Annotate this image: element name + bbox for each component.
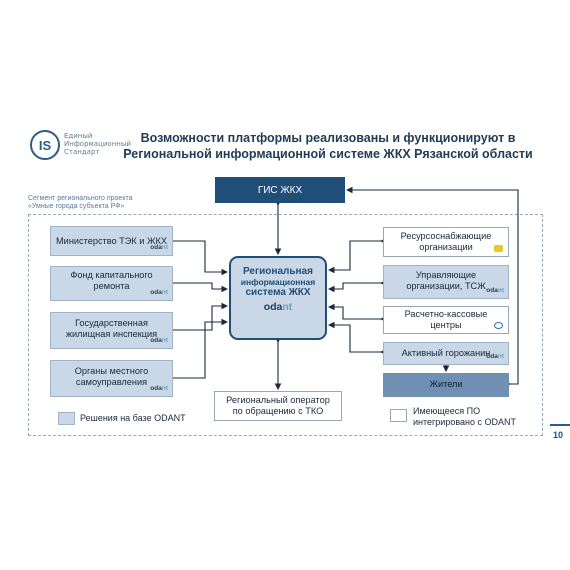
- odant-brand: odant: [150, 383, 168, 394]
- legend-odant-swatch: [58, 412, 75, 425]
- link-management: [327, 279, 387, 293]
- box-fund-line2: ремонта: [93, 281, 130, 291]
- box-inspection-line2: жилищная инспекция: [65, 329, 158, 339]
- link-resource: [327, 237, 387, 274]
- link-ministry: [167, 237, 229, 276]
- brand-b: nt: [161, 244, 168, 251]
- box-management-line2: организации, ТСЖ: [406, 281, 486, 291]
- link-municipal: [167, 318, 229, 382]
- logo-caption-line1: Единый: [64, 132, 93, 140]
- box-ministry: Министерство ТЭК и ЖКХ odant: [50, 226, 173, 256]
- brand-a: oda: [150, 244, 162, 251]
- box-municipal: Органы местного самоуправления odant: [50, 360, 173, 397]
- title-line2: Региональной информационной системе ЖКХ …: [123, 147, 533, 161]
- segment-label-line2: «Умные города субъекта РФ»: [28, 203, 125, 210]
- regional-system-box: Региональная информационная система ЖКХ …: [229, 256, 327, 340]
- box-municipal-line2: самоуправления: [75, 377, 148, 387]
- box-housing-inspection: Государственная жилищная инспекция odant: [50, 312, 173, 349]
- center-line3: система ЖКХ: [245, 287, 311, 298]
- box-management-line1: Управляющие: [415, 270, 477, 280]
- slide-title: Возможности платформы реализованы и функ…: [118, 130, 538, 162]
- link-fund: [167, 279, 229, 293]
- box-regional-operator: Региональный оператор по обращению с ТКО: [214, 391, 342, 421]
- box-resource-orgs: Ресурсоснабжающие организации: [383, 227, 509, 257]
- box-cash-line1: Расчетно-кассовые: [404, 309, 488, 319]
- center-line1: Региональная: [243, 266, 313, 277]
- box-fund-line1: Фонд капитального: [70, 270, 153, 280]
- center-odant-logo: odant: [231, 301, 325, 313]
- link-citizen: [327, 321, 387, 356]
- box-resource-line1: Ресурсоснабжающие: [400, 231, 492, 241]
- logo-caption: Единый Информационный Стандарт: [64, 132, 131, 156]
- brand-a: oda: [486, 353, 498, 360]
- brand-a: oda: [150, 289, 162, 296]
- brand-b: nt: [497, 287, 504, 294]
- link-residents-gis: [345, 186, 519, 388]
- brand-a: oda: [150, 385, 162, 392]
- brand-b: nt: [497, 353, 504, 360]
- legend-existing-label: Имеющееся ПО интегрировано с ODANT: [413, 406, 516, 428]
- brand-b: nt: [161, 385, 168, 392]
- legend-existing-line2: интегрировано с ODANT: [413, 417, 517, 427]
- title-line1: Возможности платформы реализованы и функ…: [140, 131, 516, 145]
- gis-zhkh-box: ГИС ЖКХ: [215, 177, 345, 203]
- odant-brand: odant: [486, 285, 504, 296]
- segment-label-line1: Сегмент регионального проекта: [28, 195, 133, 202]
- brand-b: nt: [161, 337, 168, 344]
- box-operator-line2: по обращению с ТКО: [232, 406, 324, 416]
- odant-brand: odant: [150, 242, 168, 253]
- legend-existing-swatch: [390, 409, 407, 422]
- partner-logo-icon: [494, 322, 503, 329]
- box-residents: Жители: [383, 373, 509, 397]
- box-ministry-line1: Министерство ТЭК и ЖКХ: [56, 236, 167, 246]
- brand-a: oda: [150, 337, 162, 344]
- box-resource-line2: организации: [419, 242, 473, 252]
- box-residents-label: Жители: [429, 379, 463, 389]
- box-cash-centers: Расчетно-кассовые центры: [383, 306, 509, 334]
- odant-brand: odant: [486, 351, 504, 362]
- center-logo-b: nt: [282, 301, 293, 313]
- box-inspection-line1: Государственная: [75, 318, 148, 328]
- brand-a: oda: [486, 287, 498, 294]
- link-cash: [327, 303, 387, 323]
- partner-logo-icon: [494, 245, 503, 252]
- box-active-citizen: Активный горожанин odant: [383, 342, 509, 365]
- center-line2: информационная: [240, 277, 316, 287]
- page-number: 10: [553, 430, 564, 440]
- logo-caption-line2: Информационный: [64, 140, 131, 148]
- logo-is: IS: [30, 130, 60, 160]
- segment-label: Сегмент регионального проекта «Умные гор…: [28, 195, 132, 211]
- center-logo-a: oda: [263, 301, 283, 313]
- box-citizen-line1: Активный горожанин: [401, 348, 491, 358]
- odant-brand: odant: [150, 287, 168, 298]
- page-number-bar: [550, 424, 570, 426]
- logo-caption-line3: Стандарт: [64, 148, 100, 156]
- box-capital-fund: Фонд капитального ремонта odant: [50, 266, 173, 301]
- segment-frame: [28, 214, 543, 436]
- brand-b: nt: [161, 289, 168, 296]
- box-management-orgs: Управляющие организации, ТСЖ odant: [383, 265, 509, 299]
- box-cash-line2: центры: [430, 320, 462, 330]
- odant-brand: odant: [150, 335, 168, 346]
- box-municipal-line1: Органы местного: [74, 366, 149, 376]
- link-inspection: [167, 302, 229, 334]
- legend-existing-line1: Имеющееся ПО: [413, 406, 481, 416]
- legend-odant-label: Решения на базе ODANT: [80, 413, 186, 423]
- box-operator-line1: Региональный оператор: [226, 395, 330, 405]
